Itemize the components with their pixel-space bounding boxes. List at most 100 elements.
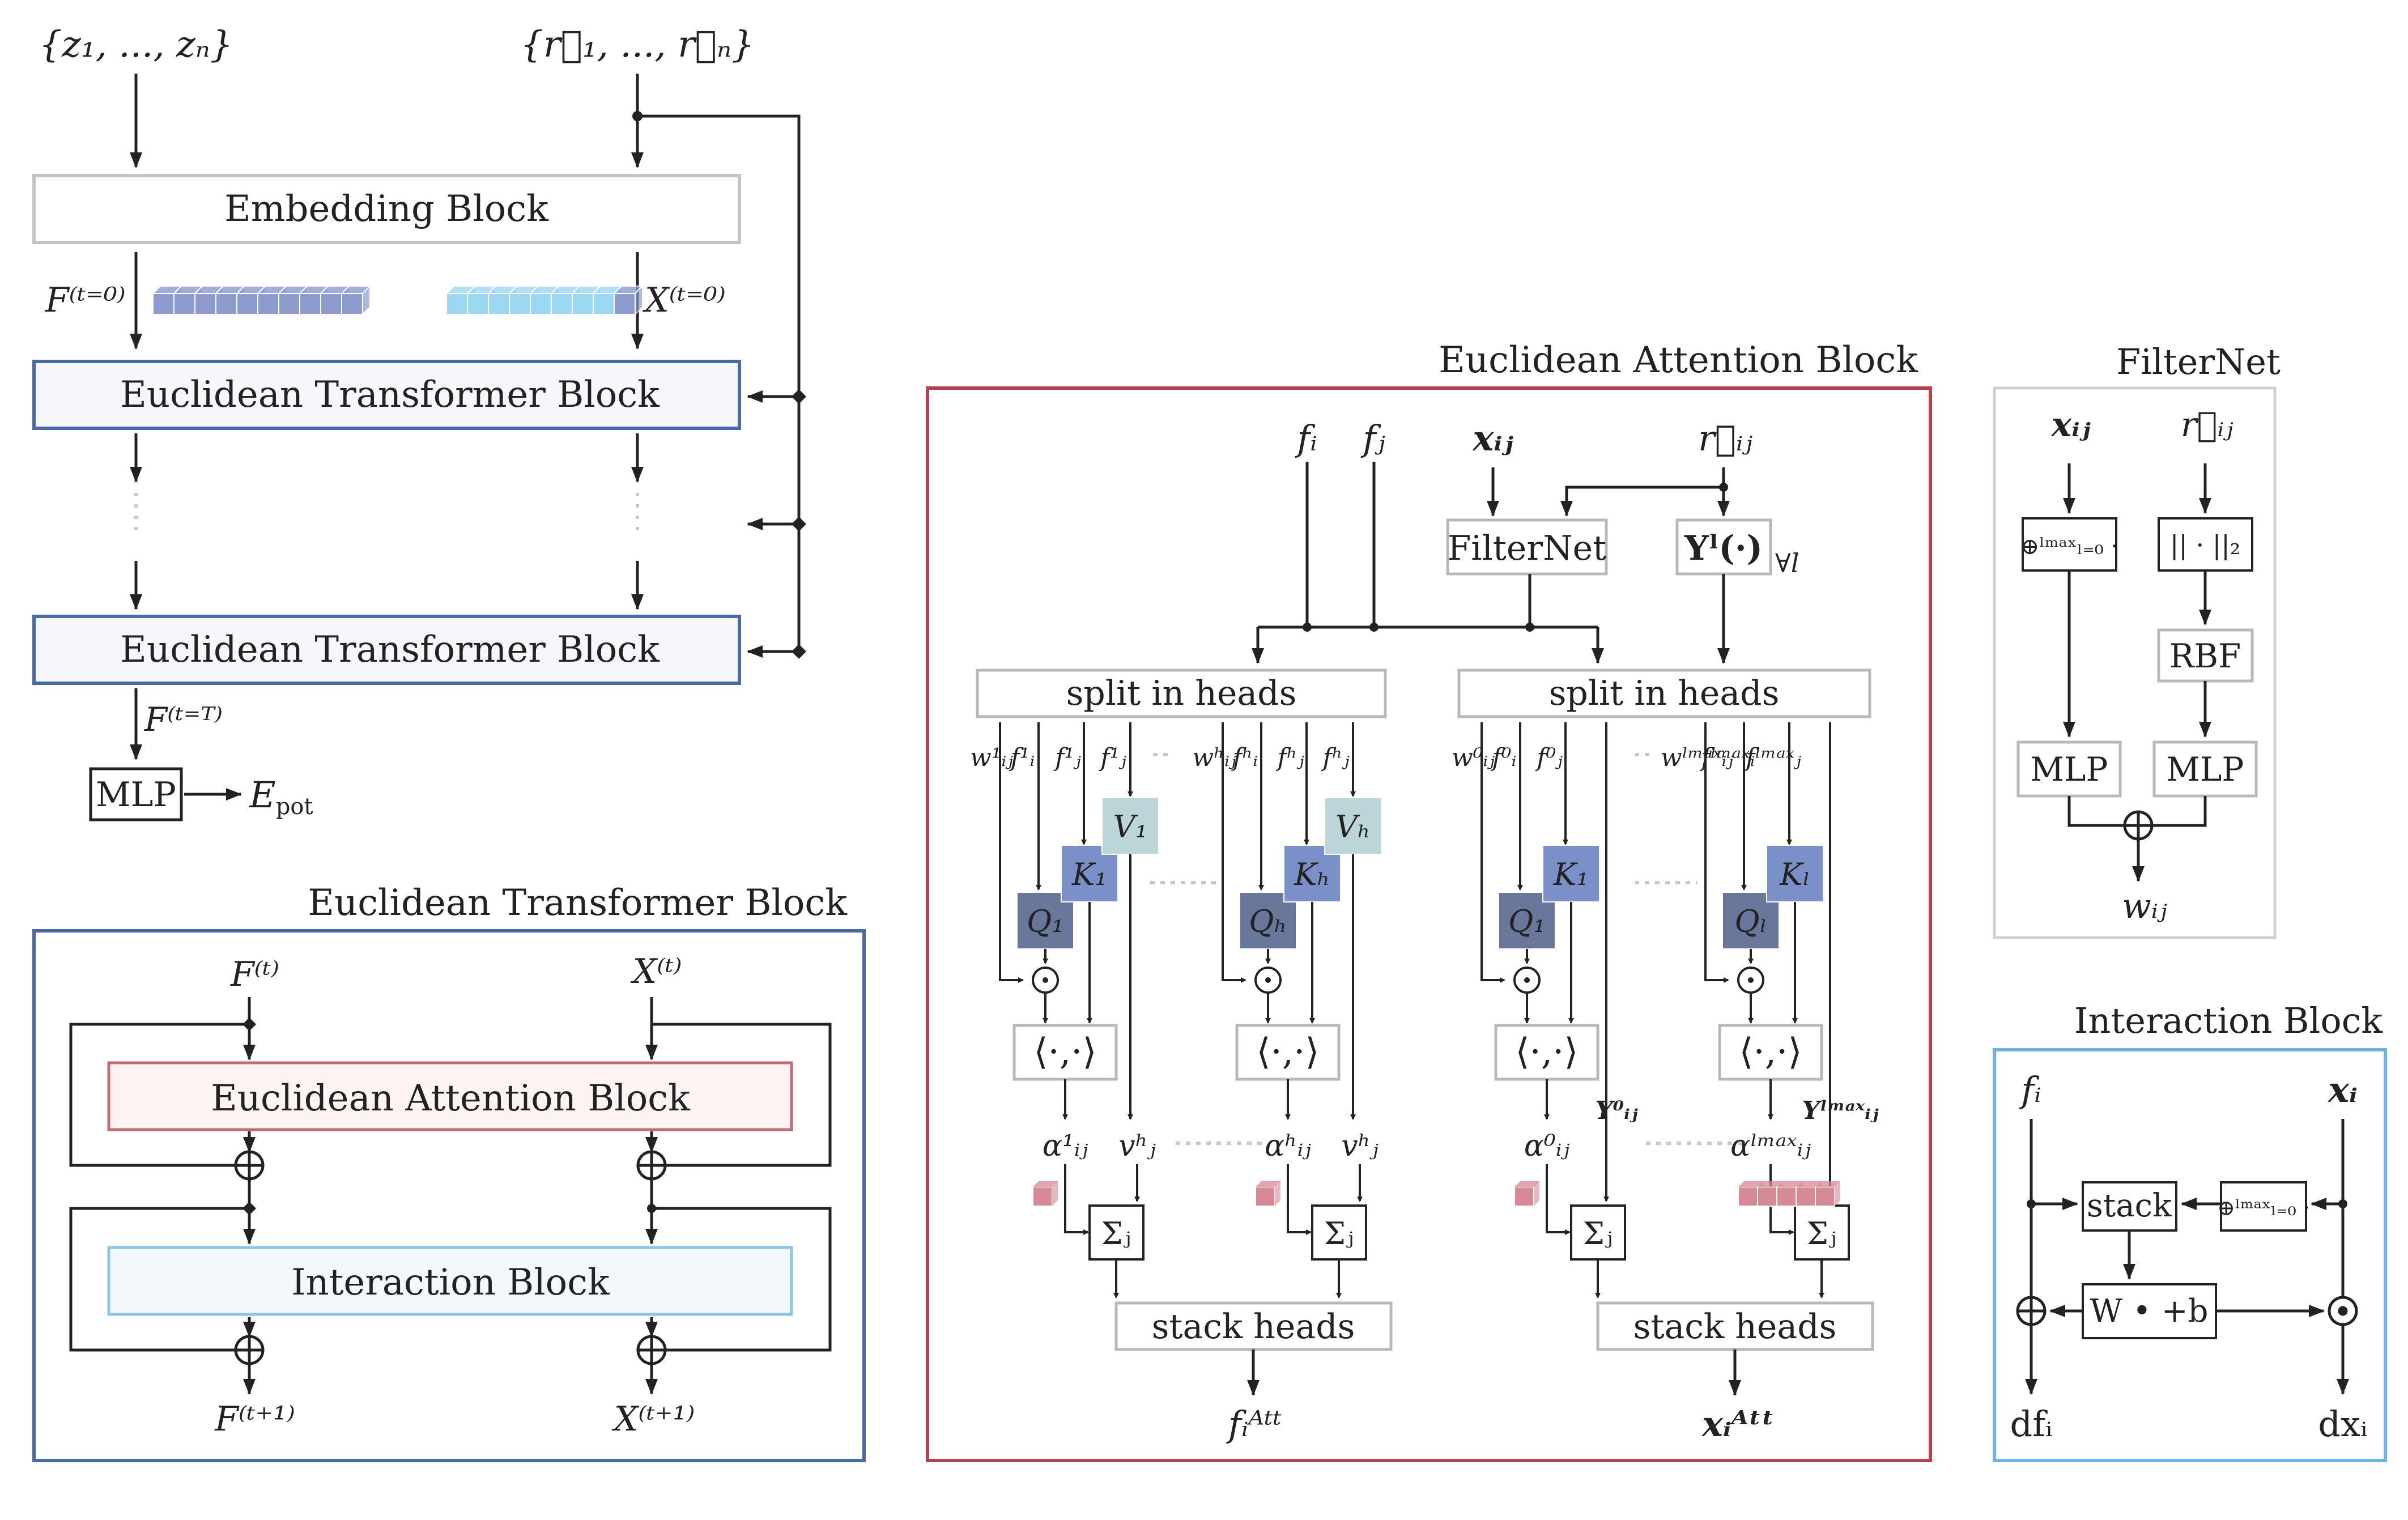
head-1-sigma-label: Σⱼ (1101, 1216, 1131, 1251)
head-lmax-y-label: Yˡᵐᵃˣᵢⱼ (1802, 1096, 1878, 1125)
head-0-w-arrow (1480, 722, 1505, 983)
head-1-w-arrow (999, 722, 1024, 983)
head-0-sigma-label: Σⱼ (1583, 1216, 1613, 1251)
pos-cube-front (614, 293, 636, 315)
eab-horizontal-ellipsis (1150, 753, 1742, 1145)
filternet-xij: xᵢⱼ (2050, 405, 2091, 445)
pos-cube-front (488, 293, 510, 315)
filternet-oplus-label: ⊕ˡᵐᵃˣₗ₌₀ · (2020, 534, 2118, 560)
interaction-wb-label: W • +b (2090, 1293, 2209, 1330)
head-h-odot-dot (1265, 977, 1271, 983)
head-0-y-label: Y⁰ᵢⱼ (1595, 1096, 1637, 1125)
epot-E: E (249, 774, 276, 816)
head-h-v-label: vʰⱼ (1341, 1129, 1379, 1163)
epot-label: Epot (249, 774, 313, 820)
interaction-xi: xᵢ (2327, 1069, 2358, 1110)
head-0-fi-label: f⁰ᵢ (1491, 743, 1517, 772)
eab-top-lines (1252, 462, 1730, 664)
head-1-fjv-label: f¹ⱼ (1099, 743, 1126, 772)
etb-attention-label: Euclidean Attention Block (211, 1078, 691, 1119)
filternet-mlp-box-1 (2016, 740, 2122, 798)
eab-stack-heads-label-1: stack heads (1152, 1307, 1355, 1347)
input-r-label: {r⃗₁, ..., r⃗ₙ} (520, 24, 754, 66)
embed-cube-front (320, 293, 342, 315)
eab-stack-heads-box-1 (1114, 1301, 1393, 1351)
interaction-wb-box (2082, 1283, 2217, 1339)
head-1-alpha-label: α¹ᵢⱼ (1043, 1129, 1088, 1163)
head-h-V-label: Vₕ (1335, 809, 1371, 845)
eab-fj: fⱼ (1360, 418, 1385, 459)
filternet-lines (2063, 463, 2211, 882)
eab-split-box-2 (1457, 669, 1871, 718)
head-h-attn-cube-side (1275, 1181, 1280, 1206)
pos-cube-front (572, 293, 594, 315)
etb-panel-dots (242, 1017, 656, 1215)
head-1-K-label: K₁ (1071, 857, 1107, 892)
FT-label: F⁽ᵗ⁼ᵀ⁾ (144, 700, 223, 739)
pos-cube-front (467, 293, 489, 315)
lmax-attn-cube (1776, 1186, 1797, 1207)
pos-cube-front (530, 293, 552, 315)
X0-label: X⁽ᵗ⁼⁰⁾ (643, 280, 726, 320)
head-lmax-fi-label: fˡᵐᵃˣᵢ (1700, 743, 1755, 772)
head-0-K-box (1542, 845, 1600, 902)
head-lmax-sigma-label: Σⱼ (1807, 1216, 1836, 1251)
pos-cube (508, 284, 539, 316)
head-h-attn-cube (1255, 1186, 1275, 1207)
eab-rij: r⃗ᵢⱼ (1698, 418, 1752, 459)
interaction-dxi: dxᵢ (2318, 1403, 2367, 1445)
eab-stack-heads-box-2 (1596, 1301, 1874, 1351)
etb2-label: Euclidean Transformer Block (120, 629, 660, 671)
lmax-attn-cube (1815, 1186, 1835, 1207)
head-0-attn-cube (1514, 1186, 1534, 1207)
eab-split-label-1: split in heads (1066, 674, 1297, 713)
eab-stack-heads-label-2: stack heads (1633, 1307, 1837, 1347)
etb1-block (32, 360, 741, 430)
main-dots (632, 111, 806, 659)
head-1-V-box (1101, 797, 1159, 855)
etb-interaction-box (107, 1246, 793, 1316)
head-1-v-label: vʰⱼ (1118, 1129, 1156, 1163)
interaction-title: Interaction Block (2074, 1000, 2383, 1041)
head-lmax-attn-cube (1738, 1186, 1758, 1207)
interaction-oplus-box (2220, 1181, 2307, 1232)
head-0-attn-cube-side (1534, 1181, 1539, 1206)
mlp-box (89, 767, 183, 821)
embed-cube-front (278, 293, 300, 315)
embedding-block (32, 174, 741, 244)
pos-cube-front (593, 293, 615, 315)
head-lmax-fj-label: fˡᵐᵃˣⱼ (1744, 743, 1801, 772)
head-h-Q-label: Qₕ (1249, 904, 1287, 939)
head-lmax-inner-box (1718, 1024, 1823, 1081)
Ft1-label: F⁽ᵗ⁺¹⁾ (214, 1399, 295, 1439)
interaction-dfi: dfᵢ (2010, 1403, 2052, 1445)
head-1-inner-label: ⟨·,·⟩ (1034, 1031, 1097, 1073)
head-lmax-alpha-label: αˡᵐᵃˣᵢⱼ (1730, 1129, 1811, 1163)
eab-fatt-label: fᵢᴬᵗᵗ (1226, 1403, 1282, 1445)
head-h-sigma-label: Σⱼ (1324, 1216, 1354, 1251)
eab-split-label-2: split in heads (1549, 674, 1780, 713)
head-0-K-label: K₁ (1553, 857, 1589, 892)
head-lmax-Q-label: Qₗ (1734, 904, 1767, 939)
filternet-mlp-label-2: MLP (2167, 750, 2244, 789)
head-h-K-label: Kₕ (1294, 857, 1330, 892)
head-0-Q-label: Q₁ (1508, 904, 1546, 939)
lmax-attn-cube-top (1815, 1181, 1840, 1187)
head-0-sigma-box (1570, 1204, 1626, 1261)
pos-cube-front (509, 293, 531, 315)
embed-cube-front (152, 293, 175, 315)
etb-interaction-label: Interaction Block (291, 1262, 610, 1304)
interaction-dots (2027, 1199, 2347, 1208)
head-h-sigma-box (1311, 1204, 1367, 1261)
head-lmax-sigma-box (1794, 1204, 1850, 1261)
head-0-w-label: w⁰ᵢⱼ (1452, 743, 1495, 772)
head-1-Q-label: Q₁ (1027, 904, 1064, 939)
eab-filternet-label: FilterNet (1448, 529, 1606, 568)
filternet-rbf-label: RBF (2169, 637, 2241, 675)
eab-panel-title: Euclidean Attention Block (1439, 339, 1918, 381)
head-h-alpha-label: αʰᵢⱼ (1265, 1129, 1311, 1163)
mlp-label: MLP (96, 775, 176, 815)
head-1-fj-label: f¹ⱼ (1053, 743, 1081, 772)
